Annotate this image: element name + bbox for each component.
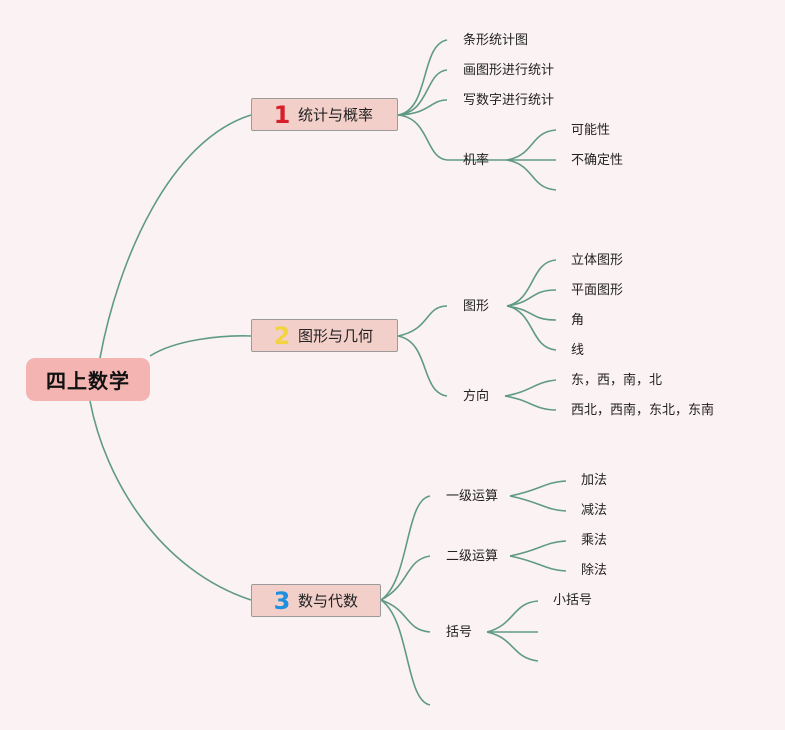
topic-shapes[interactable]: 图形 — [463, 299, 490, 314]
topic-line[interactable]: 线 — [571, 343, 585, 358]
topic-first-level-operations[interactable]: 一级运算 — [446, 489, 499, 504]
topic-draw-figure-stats[interactable]: 画图形进行统计 — [463, 63, 555, 78]
topic-multiplication[interactable]: 乘法 — [581, 533, 608, 548]
branch-statistics-probability[interactable]: 1 统计与概率 — [251, 98, 398, 131]
topic-write-number-stats[interactable]: 写数字进行统计 — [463, 93, 555, 108]
topic-uncertainty[interactable]: 不确定性 — [571, 153, 624, 168]
topic-intercardinal-directions[interactable]: 西北，西南，东北，东南 — [571, 403, 715, 418]
topic-direction[interactable]: 方向 — [463, 389, 490, 404]
branch-geometry[interactable]: 2 图形与几何 — [251, 319, 398, 352]
root-label: 四上数学 — [46, 369, 130, 393]
topic-plane-figures[interactable]: 平面图形 — [571, 283, 624, 298]
topic-addition[interactable]: 加法 — [581, 473, 608, 488]
topic-subtraction[interactable]: 减法 — [581, 503, 608, 518]
branch-number-3: 3 — [273, 586, 291, 615]
topic-parentheses[interactable]: 小括号 — [553, 593, 593, 608]
branch-label: 数与代数 — [298, 592, 359, 610]
topic-bar-chart[interactable]: 条形统计图 — [463, 33, 529, 48]
branch-number-2: 2 — [273, 321, 291, 350]
topic-probability[interactable]: 机率 — [463, 153, 490, 168]
topic-solid-figures[interactable]: 立体图形 — [571, 253, 624, 268]
topic-brackets[interactable]: 括号 — [446, 625, 473, 640]
branch-label: 图形与几何 — [298, 327, 374, 345]
branch-label: 统计与概率 — [298, 106, 374, 124]
topic-second-level-operations[interactable]: 二级运算 — [446, 549, 499, 564]
branch-number-algebra[interactable]: 3 数与代数 — [251, 584, 381, 617]
topic-division[interactable]: 除法 — [581, 563, 608, 578]
topic-possibility[interactable]: 可能性 — [571, 123, 611, 138]
branch-number-1: 1 — [273, 100, 291, 129]
topic-angle[interactable]: 角 — [571, 313, 585, 328]
topic-cardinal-directions[interactable]: 东，西，南，北 — [571, 373, 663, 388]
root-node[interactable]: 四上数学 — [26, 358, 150, 401]
